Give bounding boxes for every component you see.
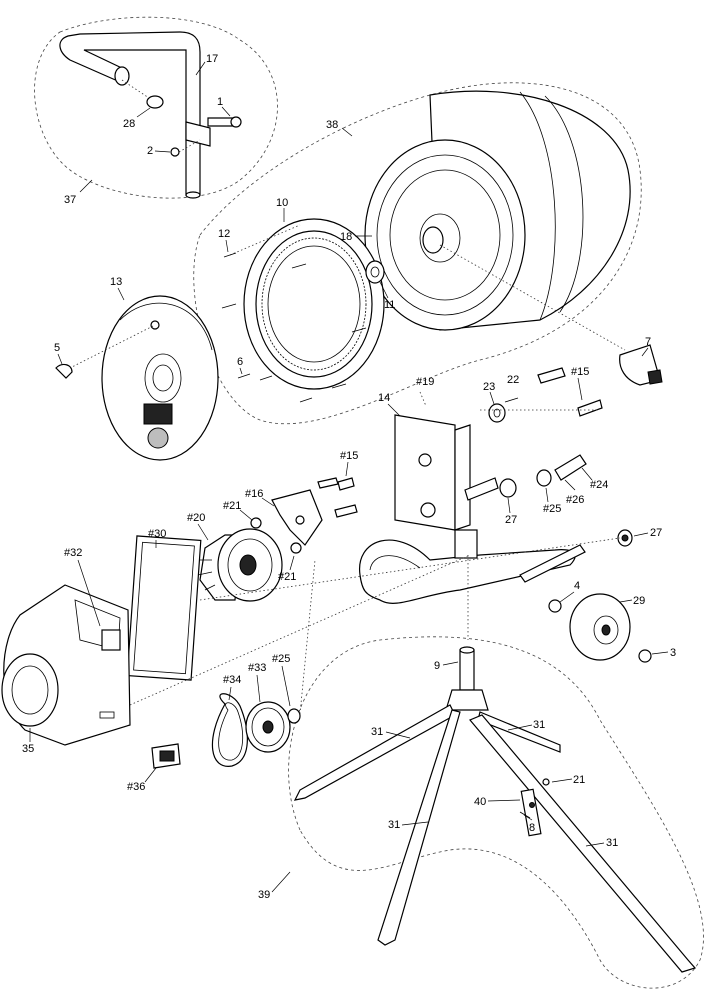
callout-27-mid: 27 [505, 514, 517, 526]
motor-bracket [250, 477, 358, 554]
callout-28: 28 [123, 118, 135, 130]
callout-21-upper: #21 [223, 500, 241, 512]
mixer-frame [359, 414, 586, 640]
callout-5: 5 [54, 342, 60, 354]
callout-4: 4 [574, 580, 580, 592]
wheel-assembly [548, 593, 652, 663]
callout-31-lower: 31 [388, 819, 400, 831]
callout-7: 7 [645, 336, 651, 348]
callout-31-far: 31 [606, 837, 618, 849]
callout-32: #32 [64, 547, 82, 559]
callout-34: #34 [223, 674, 241, 686]
callout-13: 13 [110, 276, 122, 288]
callout-15-top: #15 [571, 366, 589, 378]
callout-26: #26 [566, 494, 584, 506]
callout-31-left: 31 [371, 726, 383, 738]
callout-24: #24 [590, 479, 608, 491]
callout-31-right: 31 [533, 719, 545, 731]
bearing-11 [365, 260, 385, 284]
callout-21-leg: 21 [573, 774, 585, 786]
callout-6: 6 [237, 356, 243, 368]
callout-15-mid: #15 [340, 450, 358, 462]
callout-30: #30 [148, 528, 166, 540]
callout-22: 22 [507, 374, 519, 386]
gasket [126, 535, 202, 681]
callout-23: 23 [483, 381, 495, 393]
callout-25-top: #25 [543, 503, 561, 515]
callout-11: 11 [384, 299, 395, 311]
callout-35: 35 [22, 743, 34, 755]
callout-2: 2 [147, 145, 153, 157]
motor [197, 528, 283, 602]
callout-25-lower: #25 [272, 653, 290, 665]
bracket-7 [619, 344, 663, 386]
callout-29: 29 [633, 595, 645, 607]
motor-housing [1, 584, 131, 746]
ring-gear [243, 218, 385, 390]
callout-21-lower: #21 [278, 571, 296, 583]
callout-39: 39 [258, 889, 270, 901]
callout-labels: 37 17 1 28 2 38 10 12 18 11 13 5 6 7 #19… [22, 53, 676, 901]
leg-assembly [293, 646, 697, 973]
callout-40: 40 [474, 796, 486, 808]
callout-3: 3 [670, 647, 676, 659]
group-outline-37 [34, 16, 278, 199]
group-outline-39 [288, 636, 704, 989]
callout-17: 17 [206, 53, 218, 65]
callout-38: 38 [326, 119, 338, 131]
small-hardware [419, 367, 633, 547]
callout-9: 9 [434, 660, 440, 672]
callout-1: 1 [217, 96, 223, 108]
callout-19: #19 [416, 376, 434, 388]
switch [151, 743, 181, 769]
group-outline-38 [193, 82, 642, 425]
callout-27-right: 27 [650, 527, 662, 539]
callout-18: 18 [340, 231, 352, 243]
callout-14: 14 [378, 392, 390, 404]
callout-20: #20 [187, 512, 205, 524]
callout-10: 10 [276, 197, 288, 209]
handle-assembly [59, 31, 242, 199]
belt-and-pulley [211, 559, 316, 767]
callout-37: 37 [64, 194, 76, 206]
drum-cover [55, 295, 219, 461]
callout-33: #33 [248, 662, 266, 674]
callout-12: 12 [218, 228, 230, 240]
screws [221, 224, 367, 403]
callout-16: #16 [245, 488, 263, 500]
callout-8: 8 [529, 822, 535, 834]
mixing-drum [364, 90, 631, 351]
callout-36: #36 [127, 781, 145, 793]
